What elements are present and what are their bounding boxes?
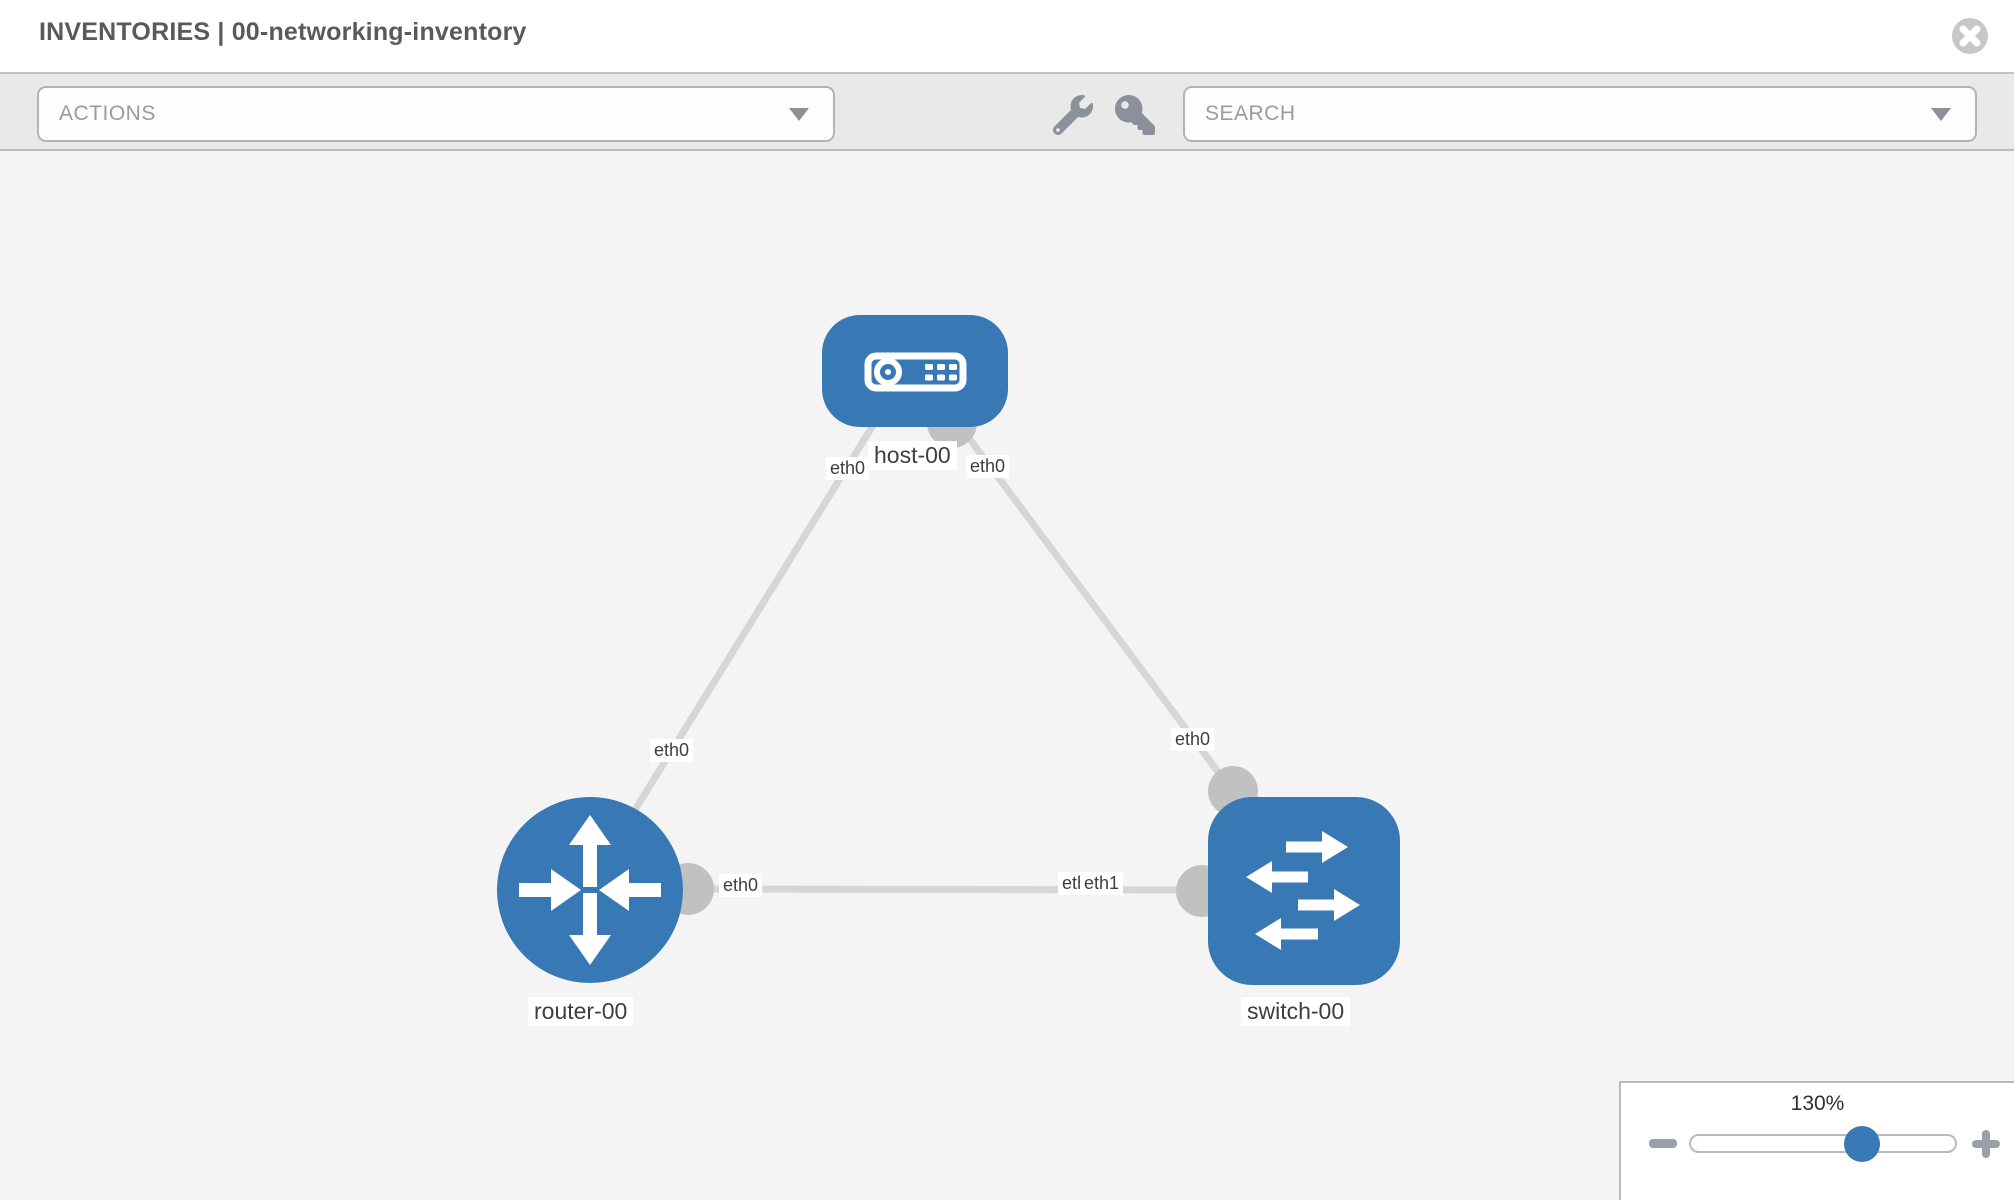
actions-dropdown-label: ACTIONS <box>59 102 156 125</box>
chevron-down-icon <box>1931 108 1951 121</box>
host-icon <box>864 352 967 392</box>
credentials-button[interactable] <box>1112 92 1158 138</box>
configure-button[interactable] <box>1050 92 1096 138</box>
close-button[interactable] <box>1951 17 1989 55</box>
page-header: INVENTORIES | 00-networking-inventory <box>0 0 2014 72</box>
close-icon <box>1952 18 1988 54</box>
iface-label-router-eth0: eth0 <box>719 874 763 897</box>
key-icon <box>1115 95 1155 135</box>
zoom-level: 130% <box>1790 1092 1845 1115</box>
zoom-out-button[interactable] <box>1649 1139 1677 1148</box>
search-dropdown[interactable]: SEARCH <box>1183 86 1977 142</box>
toolbar: ACTIONS SEARCH <box>0 72 2014 151</box>
zoom-slider-handle[interactable] <box>1843 1125 1880 1162</box>
node-label-switch: switch-00 <box>1241 997 1351 1026</box>
iface-label-router-eth0-uplink: eth0 <box>650 739 694 762</box>
zoom-in-button[interactable] <box>1972 1130 2000 1158</box>
zoom-panel: 130% <box>1619 1081 2014 1200</box>
chevron-down-icon <box>789 108 809 121</box>
page-title: INVENTORIES | 00-networking-inventory <box>39 18 527 46</box>
iface-label-host-eth0-left: eth0 <box>826 457 870 480</box>
actions-dropdown[interactable]: ACTIONS <box>37 86 835 142</box>
node-host[interactable] <box>822 315 1008 427</box>
link-router-switch <box>687 885 1223 894</box>
router-icon <box>519 815 661 965</box>
topology-canvas[interactable]: host-00 router-00 switch-00 eth0 eth0 et… <box>0 151 2014 1200</box>
node-label-host: host-00 <box>868 441 957 470</box>
wrench-icon <box>1053 95 1093 135</box>
iface-label-switch-eth1: eth1 <box>1080 872 1124 895</box>
node-label-router: router-00 <box>528 997 634 1026</box>
node-router[interactable] <box>497 797 683 983</box>
switch-icon <box>1246 831 1360 950</box>
iface-label-host-eth0-right: eth0 <box>966 455 1010 478</box>
zoom-slider-track[interactable] <box>1689 1125 1957 1162</box>
node-switch[interactable] <box>1208 797 1400 985</box>
links-layer <box>622 398 1258 917</box>
iface-label-switch-eth0-uplink: eth0 <box>1171 728 1215 751</box>
search-dropdown-label: SEARCH <box>1205 102 1296 125</box>
